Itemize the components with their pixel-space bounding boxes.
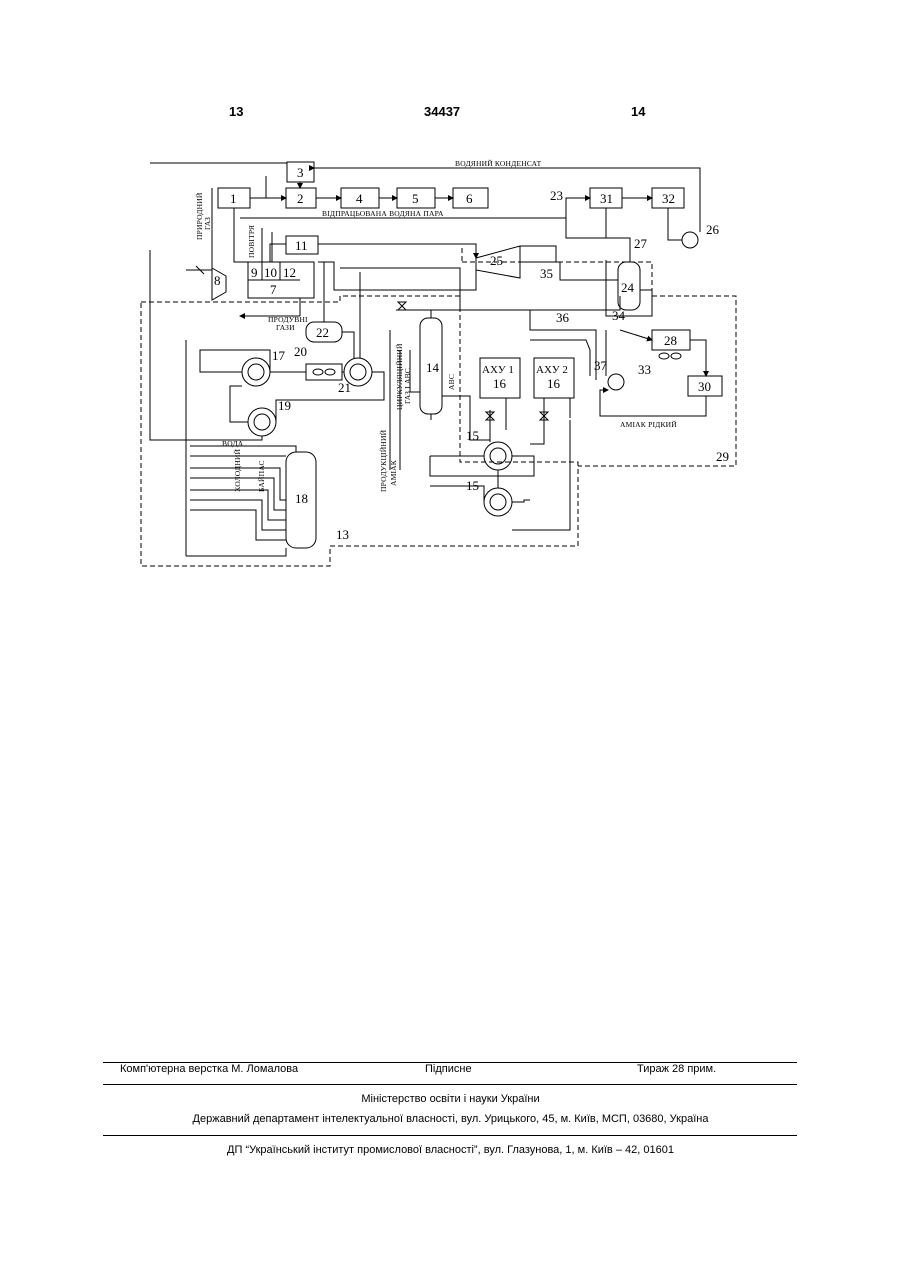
block-20 [306,364,342,380]
label-16a: 16 [493,376,507,391]
callout-15b: 15 [466,478,479,493]
footer-layout-credit: Комп'ютерна верстка М. Ломалова [120,1063,298,1075]
label-16b: 16 [547,376,561,391]
callout-36: 36 [556,310,570,325]
label-6: 6 [466,191,473,206]
pump-26 [682,232,698,248]
footer-department: Державний департамент інтелектуальної вл… [0,1113,901,1125]
label-18: 18 [295,491,308,506]
label-3: 3 [297,165,304,180]
label-cold-bypass-2: БАЙПАС [257,460,266,492]
footer-signed: Підписне [425,1063,472,1075]
label-purge-gases-2: ГАЗИ [276,323,295,332]
label-product-ammonia-2: АМІАК [389,459,398,486]
callout-15a: 15 [466,428,479,443]
label-8: 8 [214,273,221,288]
callout-20: 20 [294,344,307,359]
callout-34: 34 [612,308,626,323]
label-circ-gas-2: ГАЗ І АВС [403,368,412,404]
label-1: 1 [230,191,237,206]
callout-27: 27 [634,236,648,251]
footer-circulation: Тираж 28 прим. [637,1063,716,1075]
label-cold-bypass-1: ХОЛОДНИЙ [233,448,242,492]
footer-rule-bottom [103,1135,797,1136]
label-liquid-ammonia: АМІАК РІДКИЙ [620,420,677,429]
label-22: 22 [316,325,329,340]
callout-17: 17 [272,348,286,363]
label-31: 28 [664,333,677,348]
label-spent-steam: ВІДПРАЦЬОВАНА ВОДЯНА ПАРА [322,209,444,218]
pump-33 [608,374,624,390]
label-2: 2 [297,191,304,206]
callout-29: 29 [716,449,729,464]
callout-19: 19 [278,398,291,413]
heat-exchanger-15b [484,488,512,516]
callout-21: 21 [338,380,351,395]
label-12: 12 [283,265,296,280]
callout-26: 26 [706,222,720,237]
footer-institute: ДП “Український інститут промислової вла… [0,1144,901,1156]
label-ahu1: АХУ 1 [482,364,514,376]
label-24: 31 [600,191,613,206]
callout-33: 33 [638,362,651,377]
label-9: 9 [251,265,258,280]
label-avs: АВС [447,374,456,390]
label-product-ammonia-1: ПРОДУКЦІЙНИЙ [379,429,388,492]
label-32: 30 [698,379,711,394]
label-natural-gas-1: ПРИРОДНИЙ [195,192,204,240]
label-10: 10 [264,265,277,280]
label-7: 7 [270,282,277,297]
heat-exchanger-15a [484,442,512,470]
label-ahu2: АХУ 2 [536,364,568,376]
callout-13: 13 [336,527,349,542]
label-25: 32 [662,191,675,206]
label-natural-gas-2: ГАЗ [203,217,212,230]
callout-37: 37 [594,358,608,373]
label-air: ПОВІТРЯ [247,225,256,258]
label-5: 5 [412,191,419,206]
label-4: 4 [356,191,363,206]
heat-exchanger-19 [248,408,276,436]
label-28: 24 [621,280,635,295]
label-water: ВОДА [222,439,244,448]
label-14: 14 [426,360,440,375]
footer-rule-middle [103,1084,797,1085]
label-11: 11 [295,238,308,253]
footer-ministry: Міністерство освіти і науки України [0,1093,901,1105]
callout-35: 35 [540,266,553,281]
heat-exchanger-17 [242,358,270,386]
process-flow-diagram: 3 1 2 4 5 6 31 32 7 8 9 10 12 11 22 14 1… [0,0,901,600]
label-water-condensate: ВОДЯНИЙ КОНДЕНСАТ [455,159,542,168]
callout-23: 23 [550,188,563,203]
label-30: 25 [490,253,503,268]
